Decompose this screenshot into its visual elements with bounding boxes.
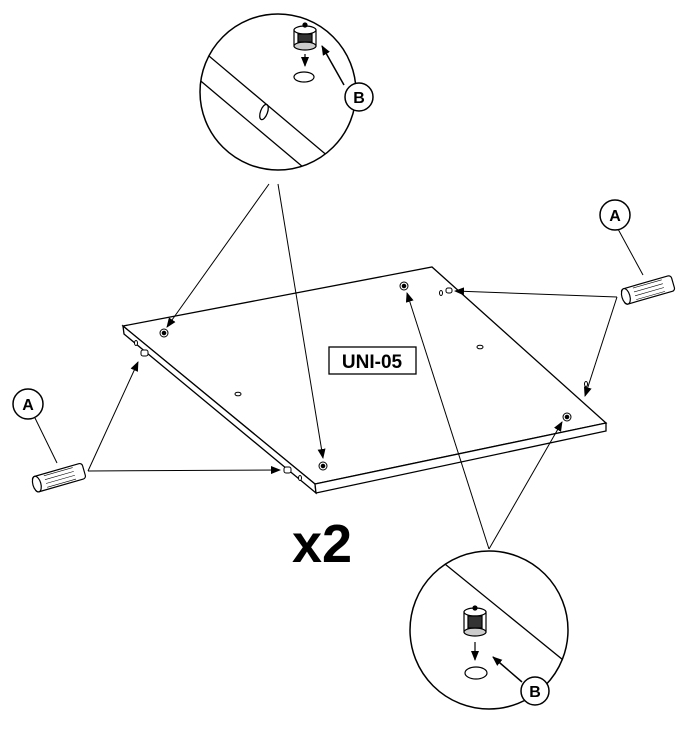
callout-b-bottom-label: B: [529, 684, 541, 701]
wooden-dowel-icon: [620, 275, 676, 305]
panel-holes: [134, 281, 588, 481]
callout-a-right-label: A: [609, 208, 621, 225]
detail-circle-top: B: [199, 13, 374, 171]
callout-a-left-label: A: [22, 397, 34, 414]
callout-b-top: [344, 82, 374, 112]
inserted-dowels: [140, 287, 453, 474]
callout-a-right: [599, 199, 631, 231]
part-code-label: UNI-05: [342, 352, 403, 373]
cam-lock-icon: [293, 22, 317, 51]
part-code-box: [328, 346, 417, 375]
quantity-label: x2: [292, 514, 352, 574]
callout-b-top-label: B: [353, 90, 365, 107]
cam-lock-icon: [463, 605, 487, 637]
wooden-dowel-icon: [31, 462, 87, 493]
detail-circle-bottom: B: [409, 550, 569, 710]
panel-uni-05: [121, 266, 608, 495]
callout-a-left: [12, 388, 44, 420]
callout-b-bottom: [520, 676, 550, 706]
leader-lines: [34, 183, 644, 550]
